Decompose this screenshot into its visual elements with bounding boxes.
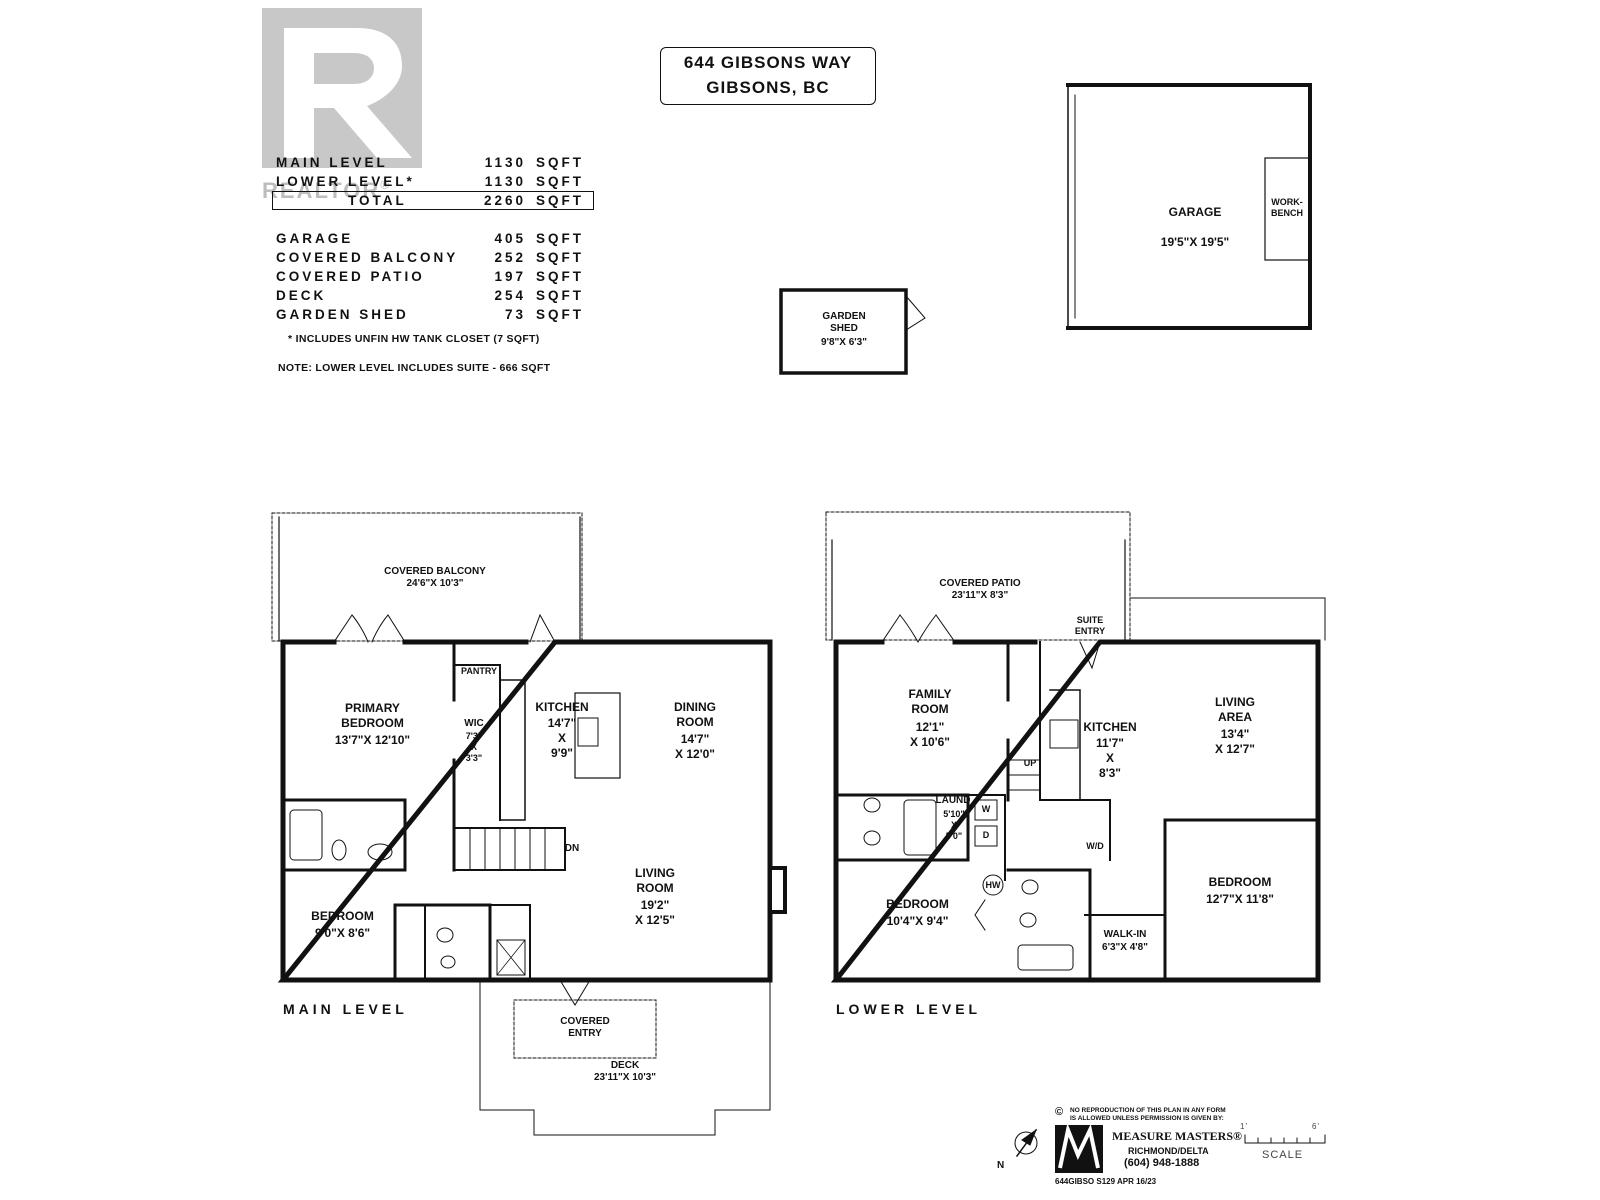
scale-label: SCALE	[1262, 1149, 1304, 1161]
lower-bedroom-2-title: BEDROOM	[1208, 875, 1272, 889]
area-unit: SQFT	[536, 193, 584, 208]
garden-shed-outline	[779, 288, 926, 375]
area-value: 73	[504, 307, 526, 322]
main-balcony-label: COVERED BALCONY 24'6"X 10'3"	[384, 566, 486, 589]
main-kitchen-dims: 14'7" X 9'9"	[547, 716, 577, 760]
area-unit: SQFT	[536, 231, 584, 246]
area-unit: SQFT	[536, 250, 584, 265]
lower-level-plan	[825, 511, 1326, 983]
suite-note: NOTE: LOWER LEVEL INCLUDES SUITE - 666 S…	[278, 362, 551, 374]
main-kitchen-title: KITCHEN	[535, 700, 589, 714]
address-line-1: 644 GIBSONS WAY	[683, 53, 853, 72]
walk-in-dims: 6'3"X 4'8"	[1102, 942, 1148, 953]
dryer-label: D	[982, 830, 990, 840]
laundry-dims: 5'10" X 5'0"	[943, 809, 965, 841]
north-arrow	[1014, 1128, 1038, 1158]
scale-start-label: 1'	[1240, 1122, 1248, 1131]
scale-end-label: 6'	[1312, 1122, 1320, 1131]
north-label: N	[997, 1160, 1005, 1171]
main-bedroom-title: BEDROOM	[311, 909, 374, 923]
lower-stairs-up: UP	[1023, 758, 1037, 768]
area-value: 1130	[484, 174, 526, 189]
family-room-title: FAMILY ROOM	[908, 687, 952, 716]
area-label: LOWER LEVEL*	[276, 174, 415, 189]
area-value: 254	[494, 288, 526, 303]
primary-bedroom-dims: 13'7"X 12'10"	[334, 733, 411, 747]
workbench-label: WORK- BENCH	[1270, 197, 1303, 218]
living-room-title: LIVING ROOM	[634, 866, 675, 895]
hot-water-label: HW	[985, 880, 1001, 890]
wd-label: W/D	[1086, 841, 1104, 851]
realtor-word: REALTOR	[262, 178, 381, 203]
realtor-wordmark: REALTOR®	[262, 178, 391, 204]
pantry-label: PANTRY	[461, 666, 497, 676]
realtor-logo	[262, 8, 426, 208]
garage-dims: 19'5"X 19'5"	[1160, 235, 1230, 249]
realtor-r-mark	[262, 8, 422, 168]
covered-entry-label: COVERED ENTRY	[560, 1016, 610, 1039]
area-value: 252	[494, 250, 526, 265]
area-unit: SQFT	[536, 174, 584, 189]
company-city: RICHMOND/DELTA	[1128, 1146, 1209, 1156]
garage-name: GARAGE	[1168, 205, 1222, 219]
area-unit: SQFT	[536, 307, 584, 322]
area-unit: SQFT	[536, 155, 584, 170]
living-area-dims: 13'4" X 12'7"	[1215, 727, 1255, 756]
area-unit: SQFT	[536, 288, 584, 303]
realtor-registered: ®	[380, 178, 392, 192]
scale-bar	[1244, 1134, 1326, 1144]
living-room-dims: 19'2" X 12'5"	[635, 898, 675, 927]
dining-room-title: DINING ROOM	[674, 700, 716, 729]
main-bedroom-dims: 9'0"X 8'6"	[314, 926, 371, 940]
washer-label: W	[981, 804, 991, 814]
total-box	[272, 191, 594, 210]
primary-bedroom-title: PRIMARY BEDROOM	[341, 701, 404, 730]
lower-bedroom-1-dims: 10'4"X 9'4"	[886, 914, 949, 928]
area-label: MAIN LEVEL	[276, 155, 388, 170]
suite-entry-label: SUITE ENTRY	[1074, 615, 1106, 636]
area-value: 2260	[483, 193, 526, 208]
dining-room-dims: 14'7" X 12'0"	[675, 732, 715, 761]
address-line-2: GIBSONS, BC	[706, 78, 830, 97]
lower-bedroom-2-dims: 12'7"X 11'8"	[1206, 892, 1274, 906]
area-label: COVERED PATIO	[276, 269, 425, 284]
shed-dims: 9'8"X 6'3"	[821, 337, 867, 348]
hw-note: * INCLUDES UNFIN HW TANK CLOSET (7 SQFT)	[288, 333, 540, 345]
plan-code: 644GIBSO S129 APR 16/23	[1055, 1177, 1157, 1186]
lower-level-label: LOWER LEVEL	[836, 1001, 982, 1017]
copyright-notice: NO REPRODUCTION OF THIS PLAN IN ANY FORM…	[1070, 1107, 1226, 1122]
area-label: TOTAL	[348, 193, 407, 208]
company-name: MEASURE MASTERS®	[1112, 1129, 1242, 1143]
garage-outline	[1066, 83, 1312, 330]
main-level-label: MAIN LEVEL	[283, 1001, 408, 1017]
area-value: 405	[494, 231, 526, 246]
lower-kitchen-title: KITCHEN	[1083, 720, 1137, 734]
shed-name: GARDEN SHED	[822, 311, 866, 334]
family-room-dims: 12'1" X 10'6"	[910, 720, 950, 749]
area-label: COVERED BALCONY	[276, 250, 459, 265]
deck-label: DECK 23'11"X 10'3"	[593, 1060, 657, 1083]
lower-bedroom-1-title: BEDROOM	[886, 897, 949, 911]
main-level-plan	[271, 512, 787, 1136]
area-value: 1130	[484, 155, 526, 170]
walk-in-title: WALK-IN	[1103, 929, 1147, 940]
wic-dims: 7'3" X 3'3"	[465, 731, 483, 763]
area-unit: SQFT	[536, 269, 584, 284]
laundry-title: LAUND	[935, 795, 971, 806]
area-value: 197	[494, 269, 526, 284]
garage-title: GARAGE 19'5"X 19'5"	[1150, 190, 1240, 265]
main-stairs-dn: DN	[564, 843, 580, 854]
area-label: DECK	[276, 288, 327, 303]
address-box: 644 GIBSONS WAY GIBSONS, BC	[660, 47, 876, 105]
area-label: GARDEN SHED	[276, 307, 409, 322]
living-area-title: LIVING AREA	[1214, 695, 1255, 724]
measure-masters-logo	[1055, 1123, 1103, 1173]
area-label: GARAGE	[276, 231, 354, 246]
lower-kitchen-dims: 11'7" X 8'3"	[1096, 736, 1124, 780]
company-phone: (604) 948-1888	[1124, 1157, 1200, 1169]
copyright-symbol: ©	[1055, 1106, 1064, 1118]
wic-title: WIC	[464, 718, 484, 729]
covered-patio-label: COVERED PATIO 23'11"X 8'3"	[939, 578, 1021, 601]
